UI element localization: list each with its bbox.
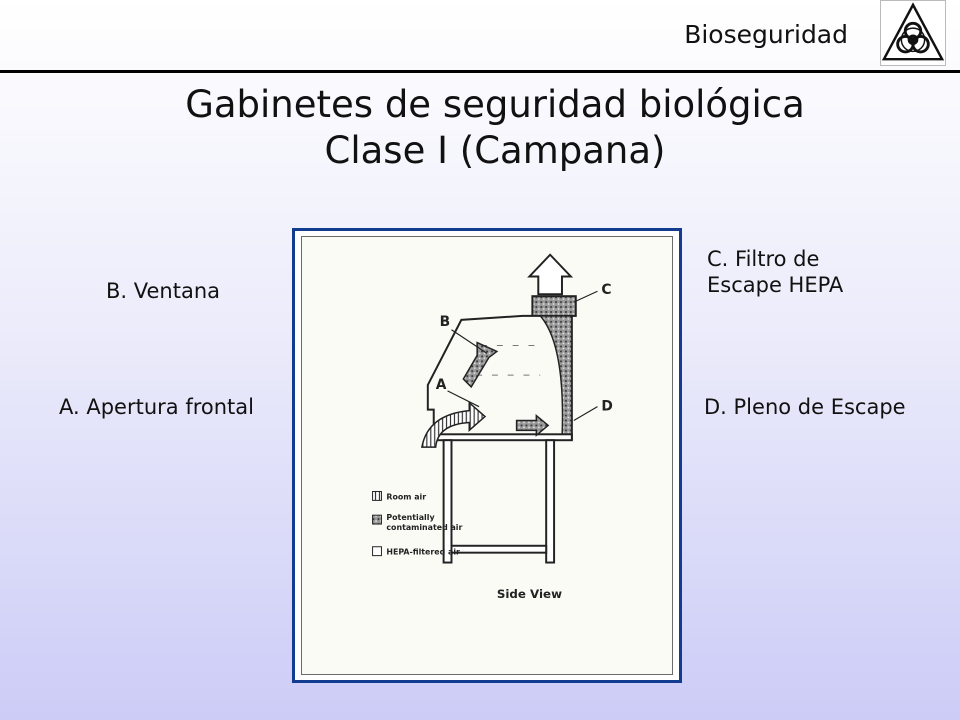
label-ventana: B. Ventana xyxy=(106,279,221,303)
diagram-letter-b: B xyxy=(440,314,451,330)
label-filtro-hepa: C. Filtro de Escape HEPA xyxy=(707,246,843,298)
window-flow-arrow-icon xyxy=(462,341,499,389)
legend-contaminated-line-1: Potentially xyxy=(386,513,434,522)
label-pleno-escape: D. Pleno de Escape xyxy=(704,395,906,419)
exhaust-arrow-icon xyxy=(527,253,574,296)
label-filtro-hepa-line-2: Escape HEPA xyxy=(707,273,844,297)
biohazard-icon xyxy=(880,0,946,66)
diagram-caption: Side View xyxy=(497,587,562,601)
label-filtro-hepa-line-1: C. Filtro de xyxy=(707,247,820,271)
title-line-1: Gabinetes de seguridad biológica xyxy=(185,83,805,126)
legend-contaminated-swatch xyxy=(372,514,382,525)
cabinet-diagram-frame: B A C D Room air Potentially contaminate… xyxy=(292,228,682,683)
title-line-2: Clase I (Campana) xyxy=(324,129,666,172)
hepa-filter-shape xyxy=(531,295,577,317)
header-divider xyxy=(0,70,960,73)
label-apertura-frontal: A. Apertura frontal xyxy=(59,395,254,419)
legend-room-air: Room air xyxy=(386,492,426,501)
interior-flow-arrow-icon xyxy=(515,413,550,437)
legend-contaminated-line-2: contaminated air xyxy=(386,523,462,532)
diagram-letter-d: D xyxy=(601,399,612,415)
diagram-letter-a: A xyxy=(436,377,447,393)
section-title: Bioseguridad xyxy=(684,20,848,49)
slide-title: Gabinetes de seguridad biológica Clase I… xyxy=(0,82,960,174)
diagram-letter-c: C xyxy=(601,282,611,298)
legend-hepa: HEPA-filtered air xyxy=(386,548,460,557)
inflow-arrow-icon xyxy=(421,401,487,448)
cabinet-diagram: B A C D Room air Potentially contaminate… xyxy=(301,236,673,675)
legend-room-air-swatch xyxy=(372,491,382,501)
legend-hepa-swatch xyxy=(372,546,382,557)
